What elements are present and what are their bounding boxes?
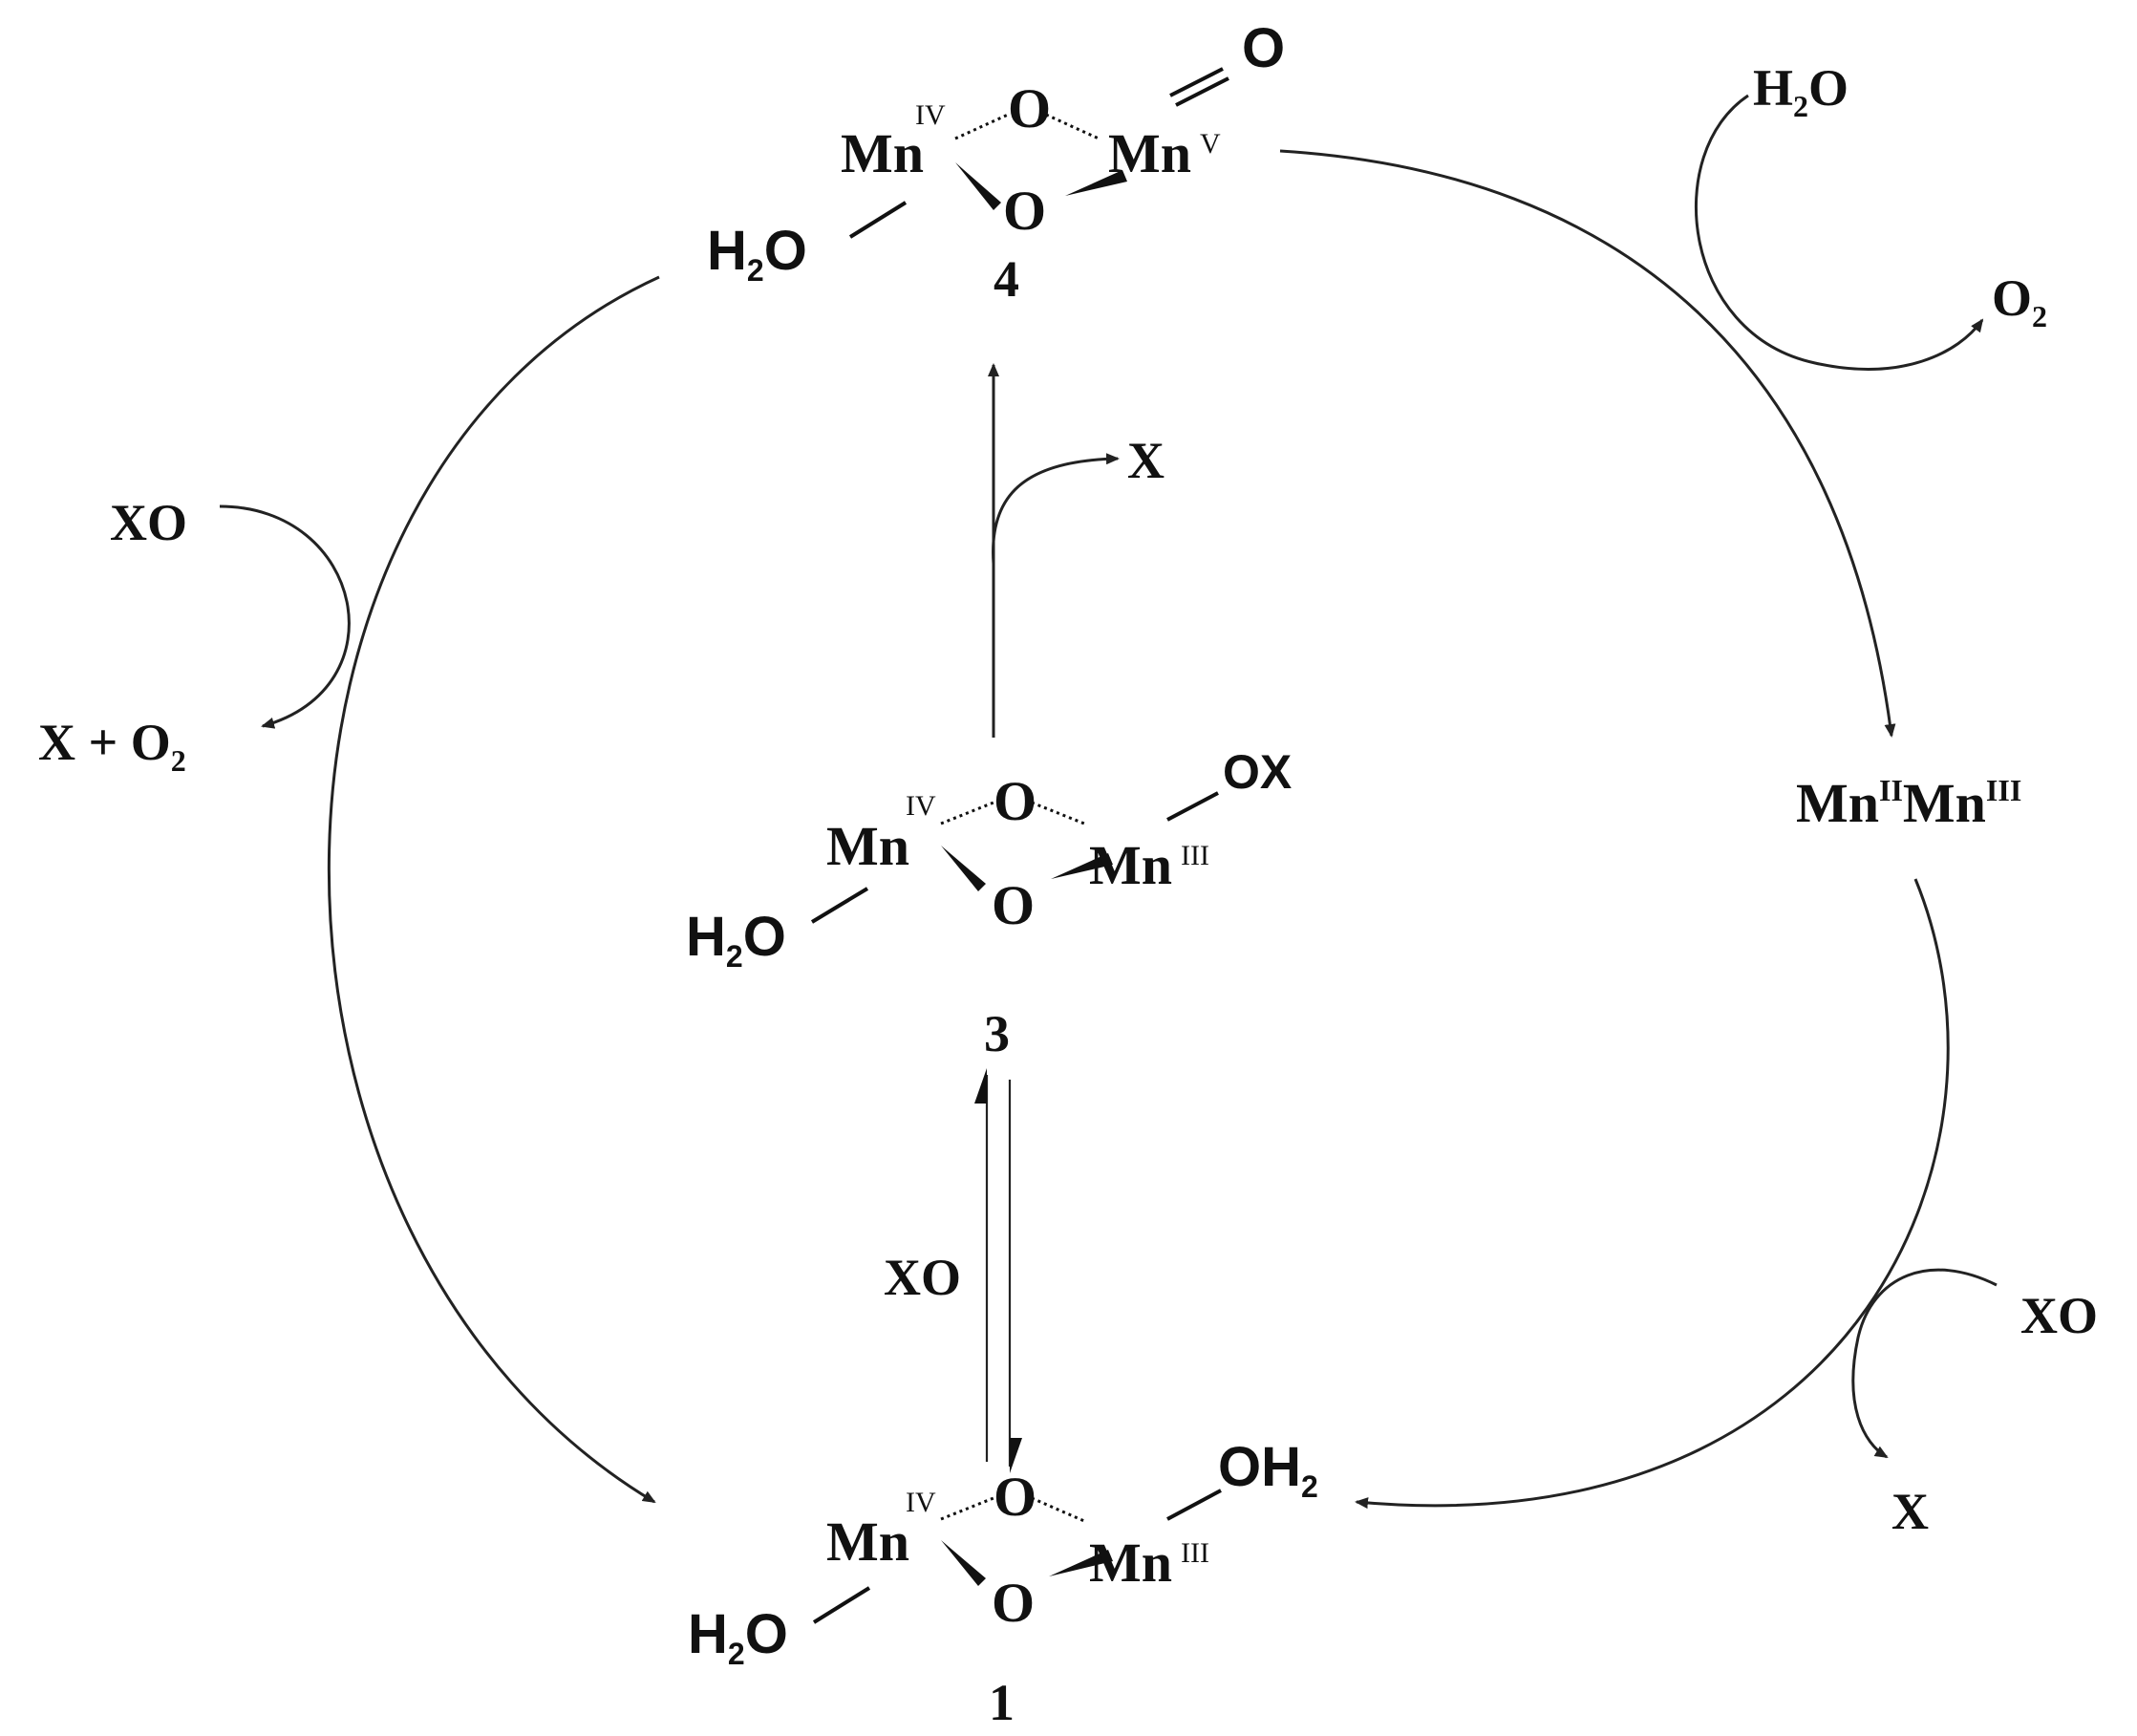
c4-mn-right: Mn — [1108, 122, 1191, 184]
c1-aqua-ligand-right: OH2 — [1218, 1436, 1318, 1504]
equilibrium-reverse-head — [1010, 1438, 1022, 1473]
cycle-arrows — [328, 149, 1950, 1510]
arrow-x-release — [992, 453, 1120, 565]
intermediate-label: MnIIMnIII — [1796, 772, 2021, 834]
c4-oxo: O — [1242, 17, 1285, 79]
label-h2o-topright: H2O — [1753, 59, 1849, 123]
arrow-h2o-in-topright — [1694, 94, 1984, 371]
arrow-xo-in-bottomright — [1851, 1268, 1998, 1459]
compound-3: O Mn IV Mn III OX O H2O 3 — [686, 745, 1292, 1062]
label-xo-left: XO — [110, 494, 187, 551]
c4-number: 4 — [994, 250, 1019, 308]
equilibrium-forward-head — [974, 1068, 987, 1104]
c1-mn-right-ox: III — [1181, 1537, 1209, 1569]
c3-ox-ligand: OX — [1223, 745, 1292, 799]
c1-mn-left-ox: IV — [906, 1487, 936, 1518]
c3-water-ligand: H2O — [686, 906, 786, 974]
c3-bridge-o-top: O — [994, 770, 1036, 832]
label-xo-equilibrium: XO — [884, 1249, 961, 1306]
central-arrows — [974, 363, 1120, 1473]
c1-bridge-o-bottom: O — [992, 1572, 1035, 1634]
intermediate-mn2-mn3: MnIIMnIII — [1796, 772, 2021, 834]
arrow-xo-in-left — [219, 504, 351, 729]
label-xo-bottomright: XO — [2020, 1287, 2098, 1344]
arc-4-to-mn2mn3 — [1279, 149, 1896, 738]
c1-mn-left: Mn — [826, 1511, 909, 1573]
c4-water-ligand: H2O — [707, 220, 807, 288]
compound-1: O Mn IV Mn III OH2 O H2O 1 — [688, 1436, 1318, 1731]
label-x-o2-left: X + O2 — [38, 714, 186, 778]
c3-bridge-o-bottom: O — [992, 874, 1035, 936]
c4-mn-left-ox: IV — [915, 99, 946, 131]
label-x-center: X — [1127, 432, 1165, 489]
arc-mn2mn3-to-1 — [1355, 878, 1950, 1510]
reagent-arrows — [219, 94, 1998, 1459]
label-o2-topright: O2 — [1992, 269, 2047, 333]
compound-4: O Mn IV Mn V O O H2O 4 — [707, 17, 1285, 308]
c1-water-ligand: H2O — [688, 1603, 788, 1671]
label-x-bottomright: X — [1891, 1483, 1929, 1540]
c1-mn-right: Mn — [1089, 1532, 1172, 1594]
c3-mn-left: Mn — [826, 815, 909, 877]
arc-4-to-1-left — [328, 275, 660, 1504]
c1-bridge-o-top: O — [994, 1466, 1036, 1528]
c1-number: 1 — [989, 1674, 1015, 1731]
c4-mn-left: Mn — [841, 122, 924, 184]
c3-number: 3 — [984, 1005, 1010, 1062]
c4-mn-right-ox: V — [1200, 128, 1221, 160]
c3-mn-right: Mn — [1089, 834, 1172, 896]
c3-mn-left-ox: IV — [906, 790, 936, 822]
c4-bridge-o-top: O — [1008, 77, 1051, 139]
c4-bridge-o-bottom: O — [1003, 180, 1046, 242]
reagent-labels: XO X + O2 X XO H2O O2 XO X — [38, 59, 2098, 1540]
c3-mn-right-ox: III — [1181, 840, 1209, 871]
